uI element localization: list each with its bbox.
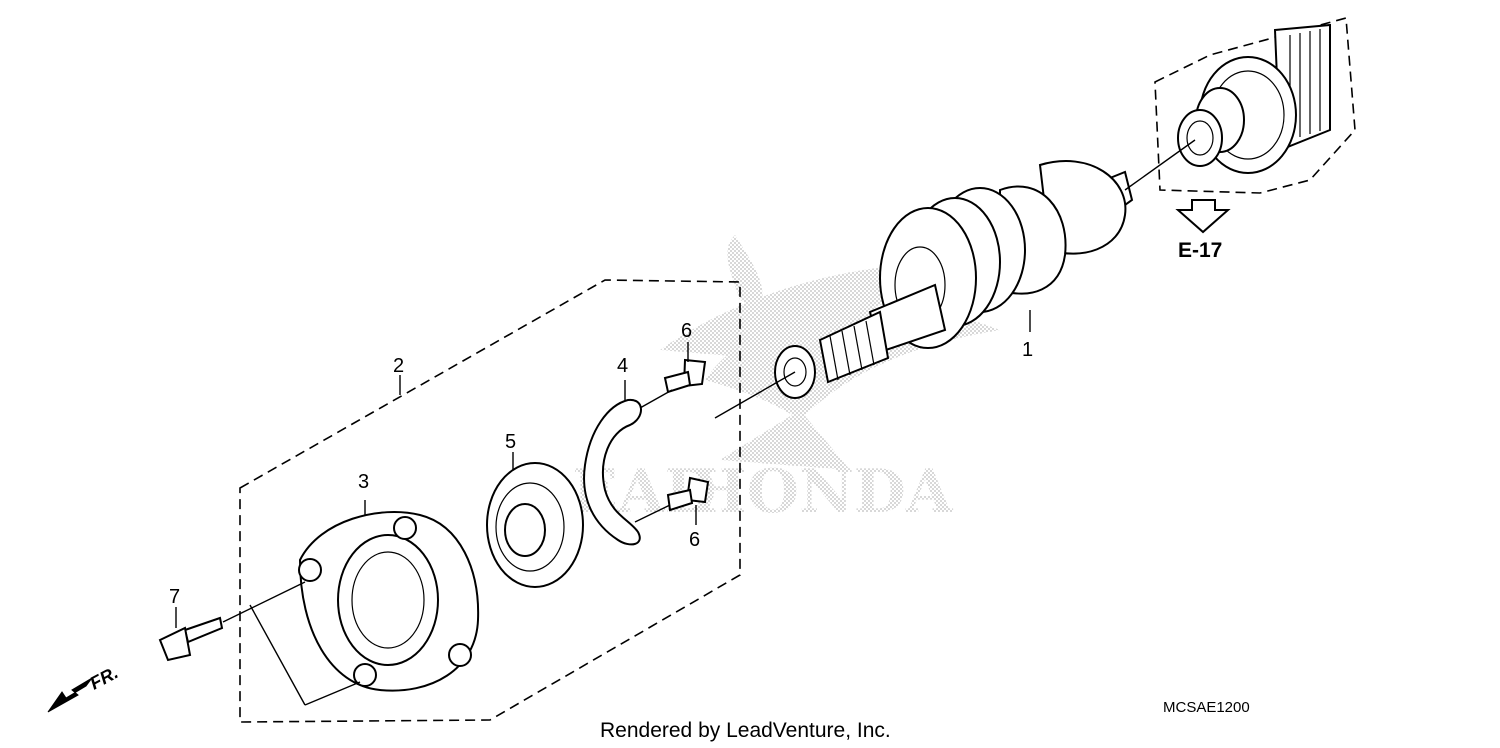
- callout-1: 1: [1022, 339, 1033, 361]
- front-label: FR.: [86, 662, 121, 693]
- hollow-arrow-down-icon: [1175, 199, 1231, 234]
- credit-text: Rendered by LeadVenture, Inc.: [600, 719, 891, 742]
- callout-3: 3: [358, 471, 369, 493]
- housing-part-3: [298, 511, 480, 692]
- callout-2: 2: [393, 355, 404, 377]
- reference-label: E-17: [1178, 239, 1222, 262]
- reference-box: [1154, 16, 1356, 194]
- assembly-box-2: [239, 279, 741, 723]
- callout-4: 4: [617, 355, 628, 377]
- bolt-part-7: [158, 616, 224, 662]
- arrow-down-left-icon: [47, 677, 93, 713]
- callout-5: 5: [505, 431, 516, 453]
- watermark-honda: HONDA: [690, 457, 954, 527]
- bolt-part-6-bottom: [666, 476, 710, 512]
- shaft-part-1: [774, 160, 1134, 399]
- retainer-plate-part-4: [583, 398, 642, 546]
- leader-lines: [175, 139, 1196, 706]
- callout-6-top: 6: [681, 320, 692, 342]
- callout-6-bottom: 6: [689, 529, 700, 551]
- bolt-part-6-top: [663, 358, 707, 394]
- gear-reference-assembly: [1177, 23, 1331, 174]
- diagram-code: MCSAE1200: [1163, 699, 1250, 716]
- callout-7: 7: [169, 586, 180, 608]
- bearing-part-5: [486, 462, 584, 588]
